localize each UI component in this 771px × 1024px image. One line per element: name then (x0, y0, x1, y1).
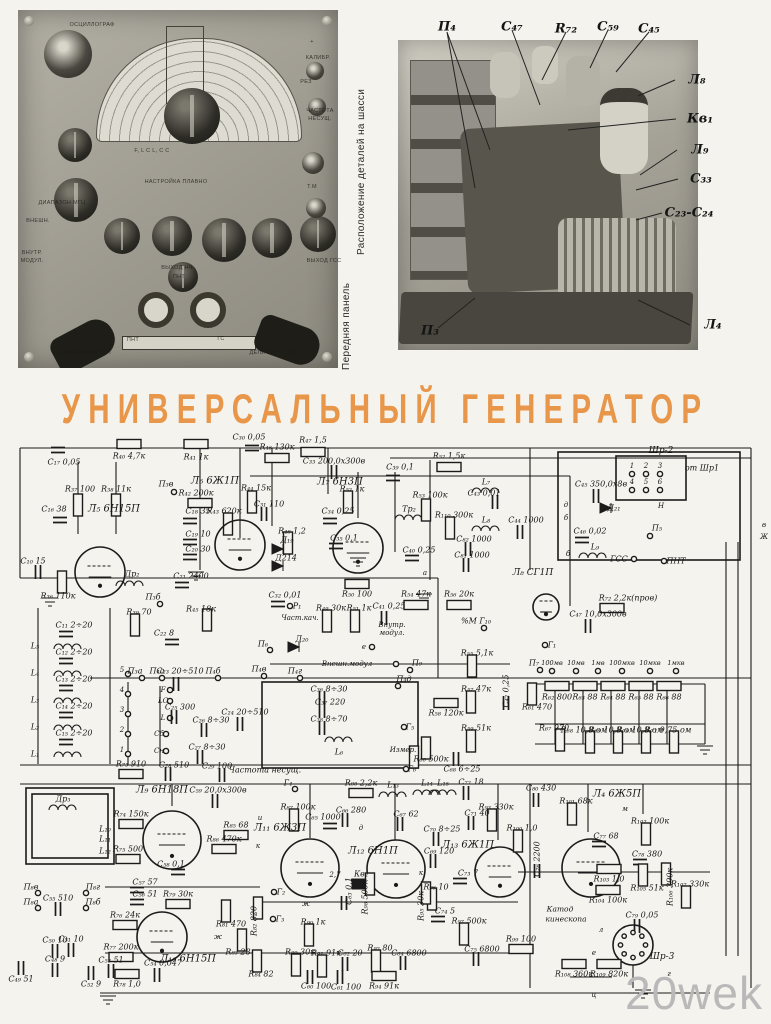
panel-knob (300, 216, 336, 252)
page-title: УНИВЕРСАЛЬНЫЙ ГЕНЕРАТОР (61, 386, 710, 434)
panel-knob (54, 178, 98, 222)
indicator-tube (44, 30, 92, 78)
panel-screw (24, 16, 34, 26)
watermark: 20wek (625, 967, 763, 1019)
chassis-caption: Расположение деталей на шасси (356, 88, 367, 255)
binding-post (306, 62, 324, 80)
front-panel-caption: Передняя панель (341, 282, 352, 370)
schematic-label: в (761, 521, 767, 529)
panel-knob (252, 218, 292, 258)
tube (532, 46, 558, 84)
binding-post (302, 152, 324, 174)
schematic-wires (19, 447, 752, 1005)
tube (566, 56, 600, 106)
panel-knob (152, 216, 192, 256)
panel-knob (202, 218, 246, 262)
schematic-components (17, 438, 692, 984)
tube (490, 52, 520, 98)
output-jack (190, 292, 226, 328)
panel-knob (168, 262, 198, 292)
schematic-diagram (17, 438, 752, 1005)
divider-knob (251, 312, 325, 368)
electrolytic-capacitor (600, 88, 648, 174)
output-jack (138, 292, 174, 328)
chassis-photo (398, 40, 698, 350)
panel-screw (322, 352, 332, 362)
front-panel-photo (18, 10, 338, 368)
range-slider (122, 336, 256, 350)
schematic-label: Ж (760, 533, 768, 541)
binding-post (308, 98, 326, 116)
binding-post (306, 198, 326, 218)
panel-screw (322, 16, 332, 26)
panel-screw (24, 352, 34, 362)
range-knob (46, 313, 122, 368)
callout-lines (437, 29, 691, 329)
panel-knob (104, 218, 140, 254)
panel-knob (58, 128, 92, 162)
coil-cylinder (558, 218, 676, 306)
main-tuning-knob (164, 88, 220, 144)
